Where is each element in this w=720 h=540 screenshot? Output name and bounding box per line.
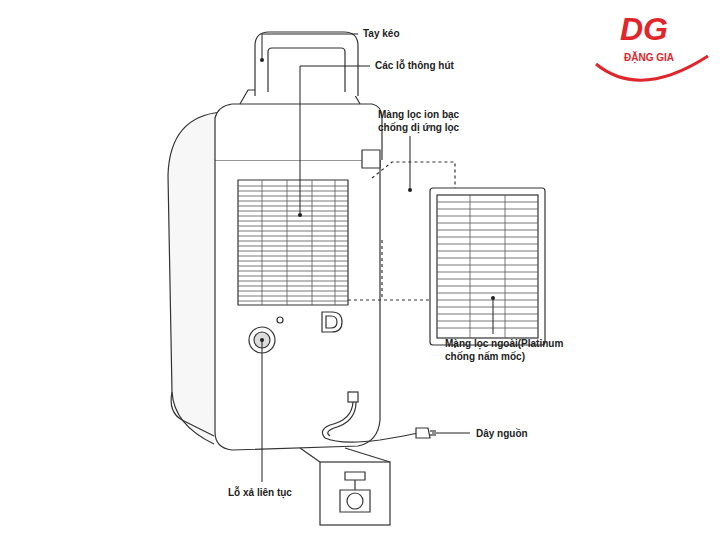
part-label: Lỗ xả liên tục — [228, 486, 292, 499]
part-label: Màng lọc ngoài(Platinum chống nấm mốc) — [445, 337, 573, 363]
logo-text: ĐẶNG GIA — [624, 52, 674, 63]
part-label: Màng lọc ion bạc chống dị ứng lọc — [378, 108, 478, 134]
part-label: Tay kéo — [363, 27, 400, 40]
part-label: Dây nguồn — [476, 427, 528, 440]
logo-mark: DG — [620, 12, 668, 47]
part-label: Các lỗ thông hút — [375, 59, 454, 72]
